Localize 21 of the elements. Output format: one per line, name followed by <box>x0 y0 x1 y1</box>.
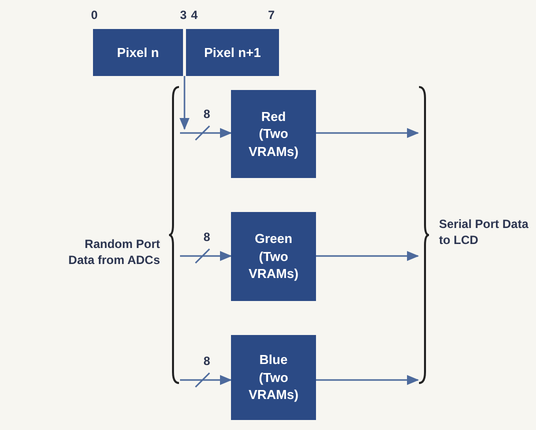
arrow <box>180 251 232 261</box>
edge-label: 8 <box>204 354 210 368</box>
vram-box: Red (Two VRAMs) <box>231 90 316 178</box>
pixel-field-box: Pixel n+1 <box>186 29 279 76</box>
bit-number: 7 <box>268 8 275 22</box>
bit-number: 4 <box>191 8 198 22</box>
vram-box: Green (Two VRAMs) <box>231 212 316 301</box>
bit-number: 3 <box>180 8 187 22</box>
arrow <box>316 251 419 261</box>
edge-label: 8 <box>204 107 210 121</box>
side-label: Random Port Data from ADCs <box>67 237 160 268</box>
edge-label: 8 <box>204 230 210 244</box>
pixel-field-box: Pixel n <box>93 29 183 76</box>
arrow <box>180 375 232 385</box>
arrow <box>180 128 232 138</box>
arrow <box>316 375 419 385</box>
vram-box: Blue (Two VRAMs) <box>231 335 316 420</box>
arrow <box>180 76 190 130</box>
arrow <box>316 128 419 138</box>
bit-number: 0 <box>91 8 98 22</box>
side-label: Serial Port Data to LCD <box>439 217 529 248</box>
